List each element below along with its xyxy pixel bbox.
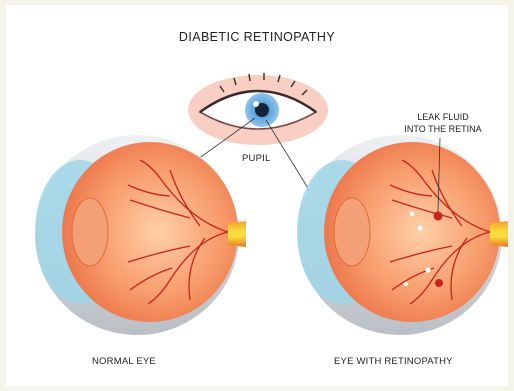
hemorrhage-spot — [435, 279, 443, 287]
external-eye-illustration — [188, 73, 328, 145]
diagram-title: DIABETIC RETINOPATHY — [0, 30, 514, 44]
retinopathy-eye-cross-section — [297, 135, 508, 335]
normal-lens — [72, 198, 108, 266]
exudate-spot — [410, 212, 415, 217]
pupil-label: PUPIL — [242, 153, 270, 164]
exudate-spot — [404, 282, 408, 286]
leak-fluid-label-line2: INTO THE RETINA — [388, 123, 498, 135]
retinopathy-lens — [334, 198, 370, 266]
retinopathy-eye-label: EYE WITH RETINOPATHY — [334, 356, 453, 367]
eye-highlight — [253, 101, 259, 107]
retinopathy-optic-nerve — [490, 221, 508, 247]
normal-eye-cross-section — [35, 135, 246, 335]
leak-fluid-label-line1: LEAK FLUID — [388, 111, 498, 123]
normal-optic-nerve — [228, 221, 246, 247]
exudate-spot — [425, 267, 430, 272]
exudate-spot — [417, 225, 422, 230]
hemorrhage-spot — [434, 212, 443, 221]
normal-eye-label: NORMAL EYE — [92, 356, 156, 367]
leak-fluid-label: LEAK FLUID INTO THE RETINA — [388, 111, 498, 135]
